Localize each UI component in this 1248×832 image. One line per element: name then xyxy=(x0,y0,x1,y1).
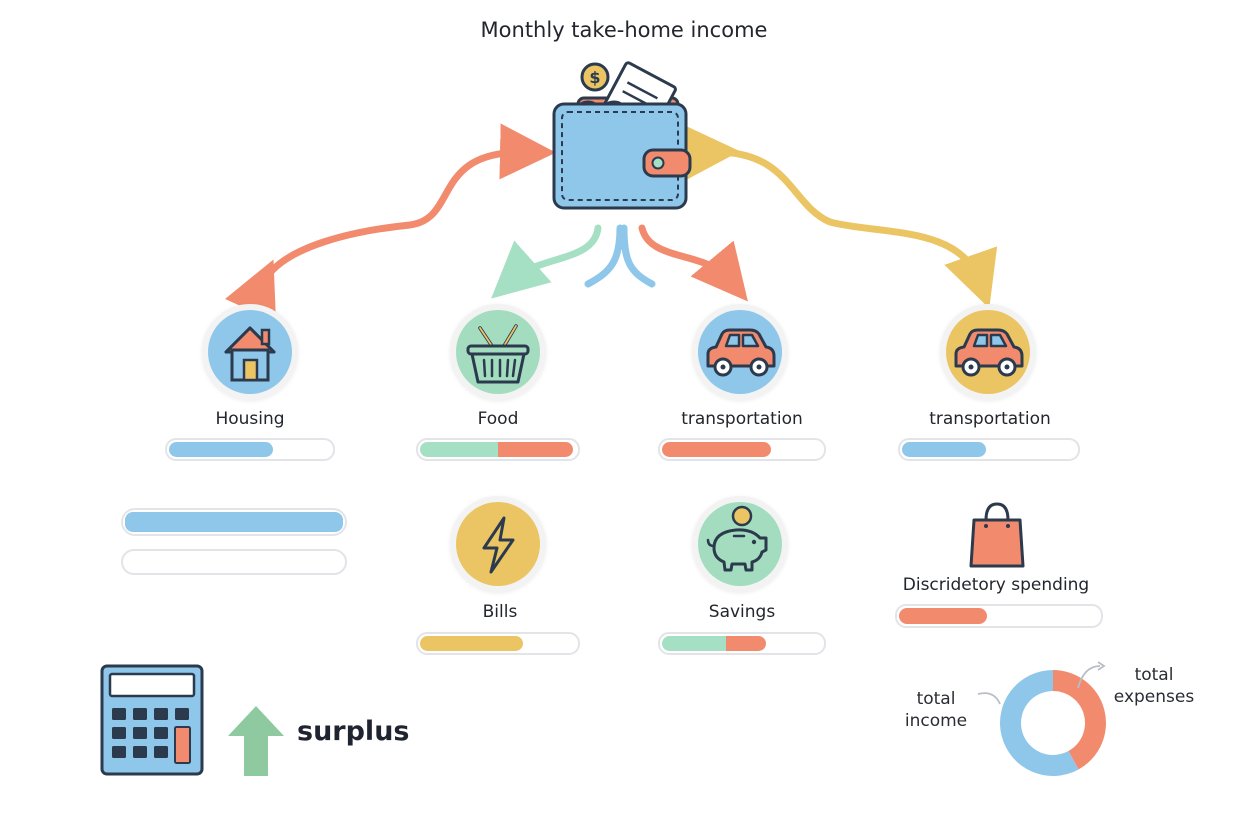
housing-label: Housing xyxy=(215,409,285,429)
shopping-bag-icon xyxy=(969,502,1025,568)
surplus-label: surplus xyxy=(297,716,410,747)
house-icon xyxy=(208,310,292,394)
bar-segment xyxy=(662,636,726,651)
food-icon-circle xyxy=(450,304,546,400)
arrow-transportation-right xyxy=(683,124,998,309)
bar-segment xyxy=(899,608,987,624)
arrow-fork xyxy=(584,224,656,288)
calculator-icon xyxy=(100,664,204,776)
bar-segment xyxy=(902,442,986,457)
total-expenses-label: total expenses xyxy=(1113,665,1195,707)
total-income-label: total income xyxy=(904,689,968,731)
bar-segment xyxy=(420,636,523,651)
food-label: Food xyxy=(477,409,519,429)
wallet-icon: $ $ xyxy=(552,61,692,210)
savings-label: Savings xyxy=(708,602,776,622)
pie-slice-total-expenses xyxy=(1053,670,1106,770)
lightning-icon xyxy=(456,502,540,586)
transportation-2-label: transportation xyxy=(929,409,1051,429)
discretionary-spending-progress-bar xyxy=(895,604,1103,628)
pie-slice-total-income xyxy=(1000,670,1079,776)
svg-text:$: $ xyxy=(589,68,600,87)
basket-icon xyxy=(456,310,540,394)
housing-progress-bar xyxy=(165,438,335,461)
unlabeled-progress-bar-1 xyxy=(121,508,347,536)
transportation-label: transportation xyxy=(681,409,803,429)
bar-segment xyxy=(169,442,273,457)
transportation-2-icon-circle xyxy=(940,304,1036,400)
savings-progress-bar xyxy=(658,632,826,655)
arrow-housing xyxy=(224,123,556,323)
bar-segment xyxy=(662,442,771,457)
bills-icon-circle xyxy=(450,496,546,592)
arrow-food xyxy=(491,224,602,299)
discretionary-spending-label: Discridetory spending xyxy=(902,575,1090,595)
food-progress-bar xyxy=(416,438,580,461)
bar-segment xyxy=(726,636,766,651)
bar-segment xyxy=(125,512,343,532)
transportation-icon-circle xyxy=(692,304,788,400)
savings-icon-circle xyxy=(692,496,788,592)
car-icon xyxy=(946,310,1030,394)
transportation-2-progress-bar xyxy=(898,438,1080,461)
bills-label: Bills xyxy=(482,602,518,622)
bar-segment xyxy=(498,442,573,457)
transportation-progress-bar xyxy=(658,438,826,461)
car-icon xyxy=(698,310,782,394)
arrow-transportation xyxy=(638,224,748,302)
unlabeled-progress-bar-2 xyxy=(121,549,347,575)
bills-progress-bar xyxy=(416,632,580,655)
piggy-bank-icon xyxy=(698,502,782,586)
up-arrow-icon xyxy=(228,706,284,776)
housing-icon-circle xyxy=(202,304,298,400)
page-title: Monthly take-home income xyxy=(480,18,768,42)
pie-leader-lines xyxy=(977,661,1106,705)
bar-segment xyxy=(420,442,498,457)
income-expenses-pie-chart xyxy=(1000,670,1106,776)
